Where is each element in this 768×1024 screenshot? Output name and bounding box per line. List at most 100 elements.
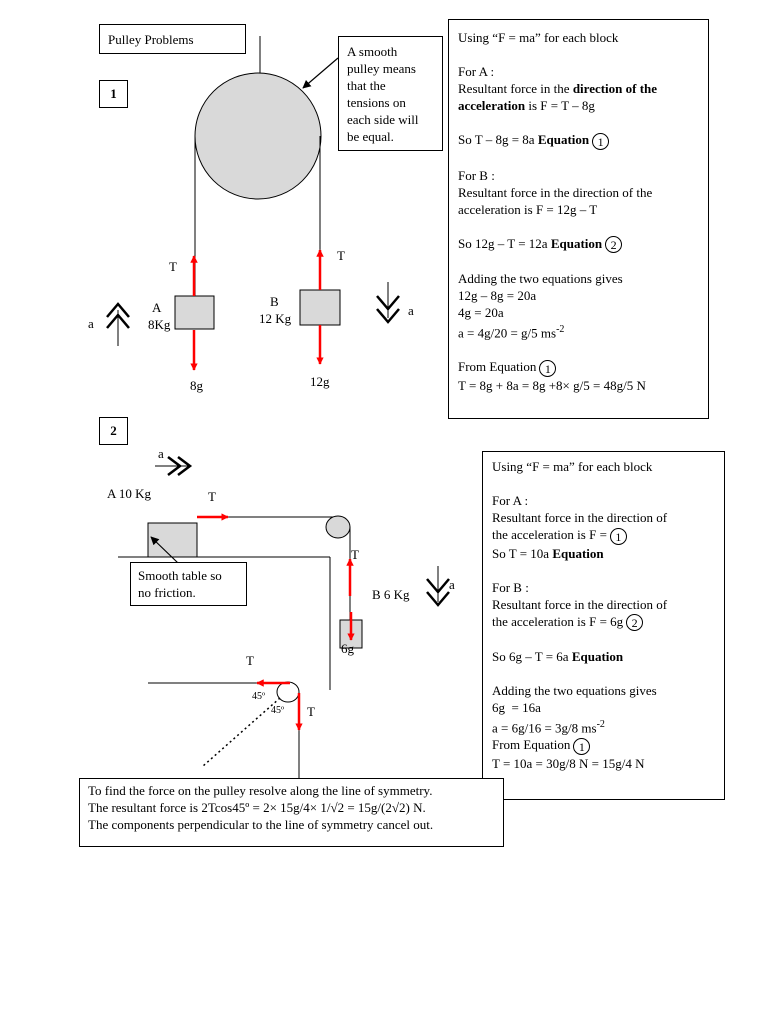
solution-1-eq-word: Equation (537, 132, 590, 147)
solution-2-from-eq-text: From Equation (492, 737, 571, 753)
table-note-line: Smooth table so (138, 568, 222, 583)
solution-1-eq-word: Equation (550, 235, 603, 251)
solution-1-a-line1-pre: Resultant force in the (458, 81, 573, 96)
label-block-a2: A 10 Kg (107, 486, 152, 501)
solution-1-b-line1: Resultant force in the direction of the (458, 184, 653, 200)
solution-2-b-line2-text: the acceleration is F = 6g (492, 613, 624, 629)
label-accel-b2: a (449, 577, 455, 592)
solution-1-a-line1: Resultant force in the direction of the (458, 80, 699, 97)
pulley-3 (276, 681, 300, 703)
pulley-note-line: be equal. (347, 129, 394, 144)
pulley-note-line: pulley means (347, 61, 416, 76)
solution-2-eq-word: Equation (571, 649, 624, 665)
solution-1-b-line2: acceleration is F = 12g – T (458, 201, 598, 217)
solution-2-eq-word: Equation (552, 545, 604, 561)
label-weight-b: 12g (310, 374, 330, 389)
solution-2-add1: 6g = 16a (492, 700, 541, 716)
pulley-note-line: A smooth (347, 44, 398, 59)
solution-2-add2-text: a = 6g/16 = 3g/8 ms (492, 720, 597, 736)
symmetry-line (202, 697, 281, 767)
solution-1-add: Adding the two equations gives (458, 271, 623, 287)
accel-right-icon (155, 456, 193, 476)
note-pointer-2 (150, 536, 179, 564)
force-note-line: To find the force on the pulley resolve … (88, 783, 433, 798)
solution-1-a-line2: acceleration is F = T – 8g (458, 97, 699, 114)
accel-up-icon (106, 302, 130, 346)
label-block-a-mass: 8Kg (148, 317, 171, 332)
solution-1-add3-text: a = 4g/20 = g/5 ms (458, 325, 557, 341)
solution-2-b-eq: So 6g – T = 6a Equation (492, 648, 715, 665)
label-block-a-name: A (152, 300, 162, 315)
solution-2-heading: Using “F = ma” for each block (492, 459, 653, 474)
solution-1-eq2-text: So 12g – T = 12a (458, 235, 551, 251)
label-tension-b: T (337, 248, 345, 263)
solution-2-add: Adding the two equations gives (492, 683, 657, 699)
solution-1-final: T = 8g + 8a = 8g +8× g/5 = 48g/5 N (458, 377, 646, 393)
equation-number-1: 1 (592, 132, 610, 150)
label-tension-left: T (246, 653, 254, 668)
label-accel-b: a (408, 303, 414, 318)
solution-1-heading: Using “F = ma” for each block (458, 30, 619, 45)
label-tension-b2: T (351, 547, 359, 562)
table-note-line: no friction. (138, 585, 196, 600)
table-note-box: Smooth table so no friction. (130, 562, 247, 606)
label-block-b-mass: 12 Kg (259, 311, 292, 326)
solution-2-a-line2: the acceleration is F =1 (492, 526, 715, 545)
force-note-box: To find the force on the pulley resolve … (79, 778, 504, 847)
solution-1-for-b: For B : (458, 167, 495, 183)
label-angle-1: 45º (252, 691, 266, 702)
solution-2-a-line2-text: the acceleration is F = (492, 527, 607, 542)
page-title-box: Pulley Problems (99, 24, 246, 54)
solution-1-box: Using “F = ma” for each block For A : Re… (448, 19, 709, 419)
solution-1-a-line1-bold: direction of the (572, 81, 658, 96)
block-a2 (147, 522, 198, 558)
solution-1-add3: a = 4g/20 = g/5 ms-2 (458, 321, 699, 341)
solution-1-add3-sup: -2 (556, 324, 565, 336)
equation-number-2: 2 (605, 236, 623, 254)
label-accel-a2: a (158, 446, 164, 461)
equation-number-2: 2 (626, 614, 644, 632)
equation-number-ref: 1 (573, 737, 591, 755)
label-tension-a2: T (208, 489, 216, 504)
pulley-note-box: A smooth pulley means that the tensions … (338, 36, 443, 151)
pulley-note-line: each side will (347, 112, 419, 127)
equation-number-1: 1 (609, 527, 627, 545)
solution-1-add1: 12g – 8g = 20a (458, 288, 537, 304)
label-weight-b2: 6g (341, 641, 354, 656)
label-tension-down: T (307, 704, 315, 719)
force-note-line: The components perpendicular to the line… (88, 817, 434, 832)
solution-2-for-a: For A : (492, 493, 529, 508)
problem-2-number-box: 2 (99, 417, 128, 445)
accel-down-icon (376, 282, 400, 324)
page-title: Pulley Problems (108, 32, 194, 47)
solution-2-a-line1: Resultant force in the direction of (492, 510, 668, 525)
block-b (299, 289, 341, 326)
pulley-note-line: that the (347, 78, 386, 93)
solution-2-add2: a = 6g/16 = 3g/8 ms-2 (492, 716, 715, 736)
solution-2-b-eq-text: So 6g – T = 6a (492, 649, 572, 665)
solution-2-a-eq-text: So T = 10a (492, 545, 553, 561)
accel-down-icon-2 (426, 566, 450, 607)
label-weight-a: 8g (190, 378, 203, 393)
problem-2-number: 2 (110, 423, 117, 438)
solution-2-b-line1: Resultant force in the direction of (492, 596, 668, 612)
solution-1-eq1-text: So T – 8g = 8a (458, 132, 538, 147)
problem-1-number: 1 (110, 86, 117, 101)
solution-2-for-b: For B : (492, 579, 529, 595)
solution-1-for-a: For A : (458, 64, 495, 79)
label-tension-a: T (169, 259, 177, 274)
pulley-2 (325, 515, 351, 539)
problem-1-number-box: 1 (99, 80, 128, 108)
equation-number-ref: 1 (539, 359, 557, 377)
note-pointer-1 (302, 57, 339, 89)
label-block-b-name: B (270, 294, 279, 309)
solution-2-a-eq: So T = 10a Equation (492, 545, 715, 562)
label-angle-2: 45º (271, 705, 285, 716)
solution-2-add2-sup: -2 (596, 719, 605, 731)
solution-1-a-line2-rest: is F = T – 8g (525, 98, 595, 113)
